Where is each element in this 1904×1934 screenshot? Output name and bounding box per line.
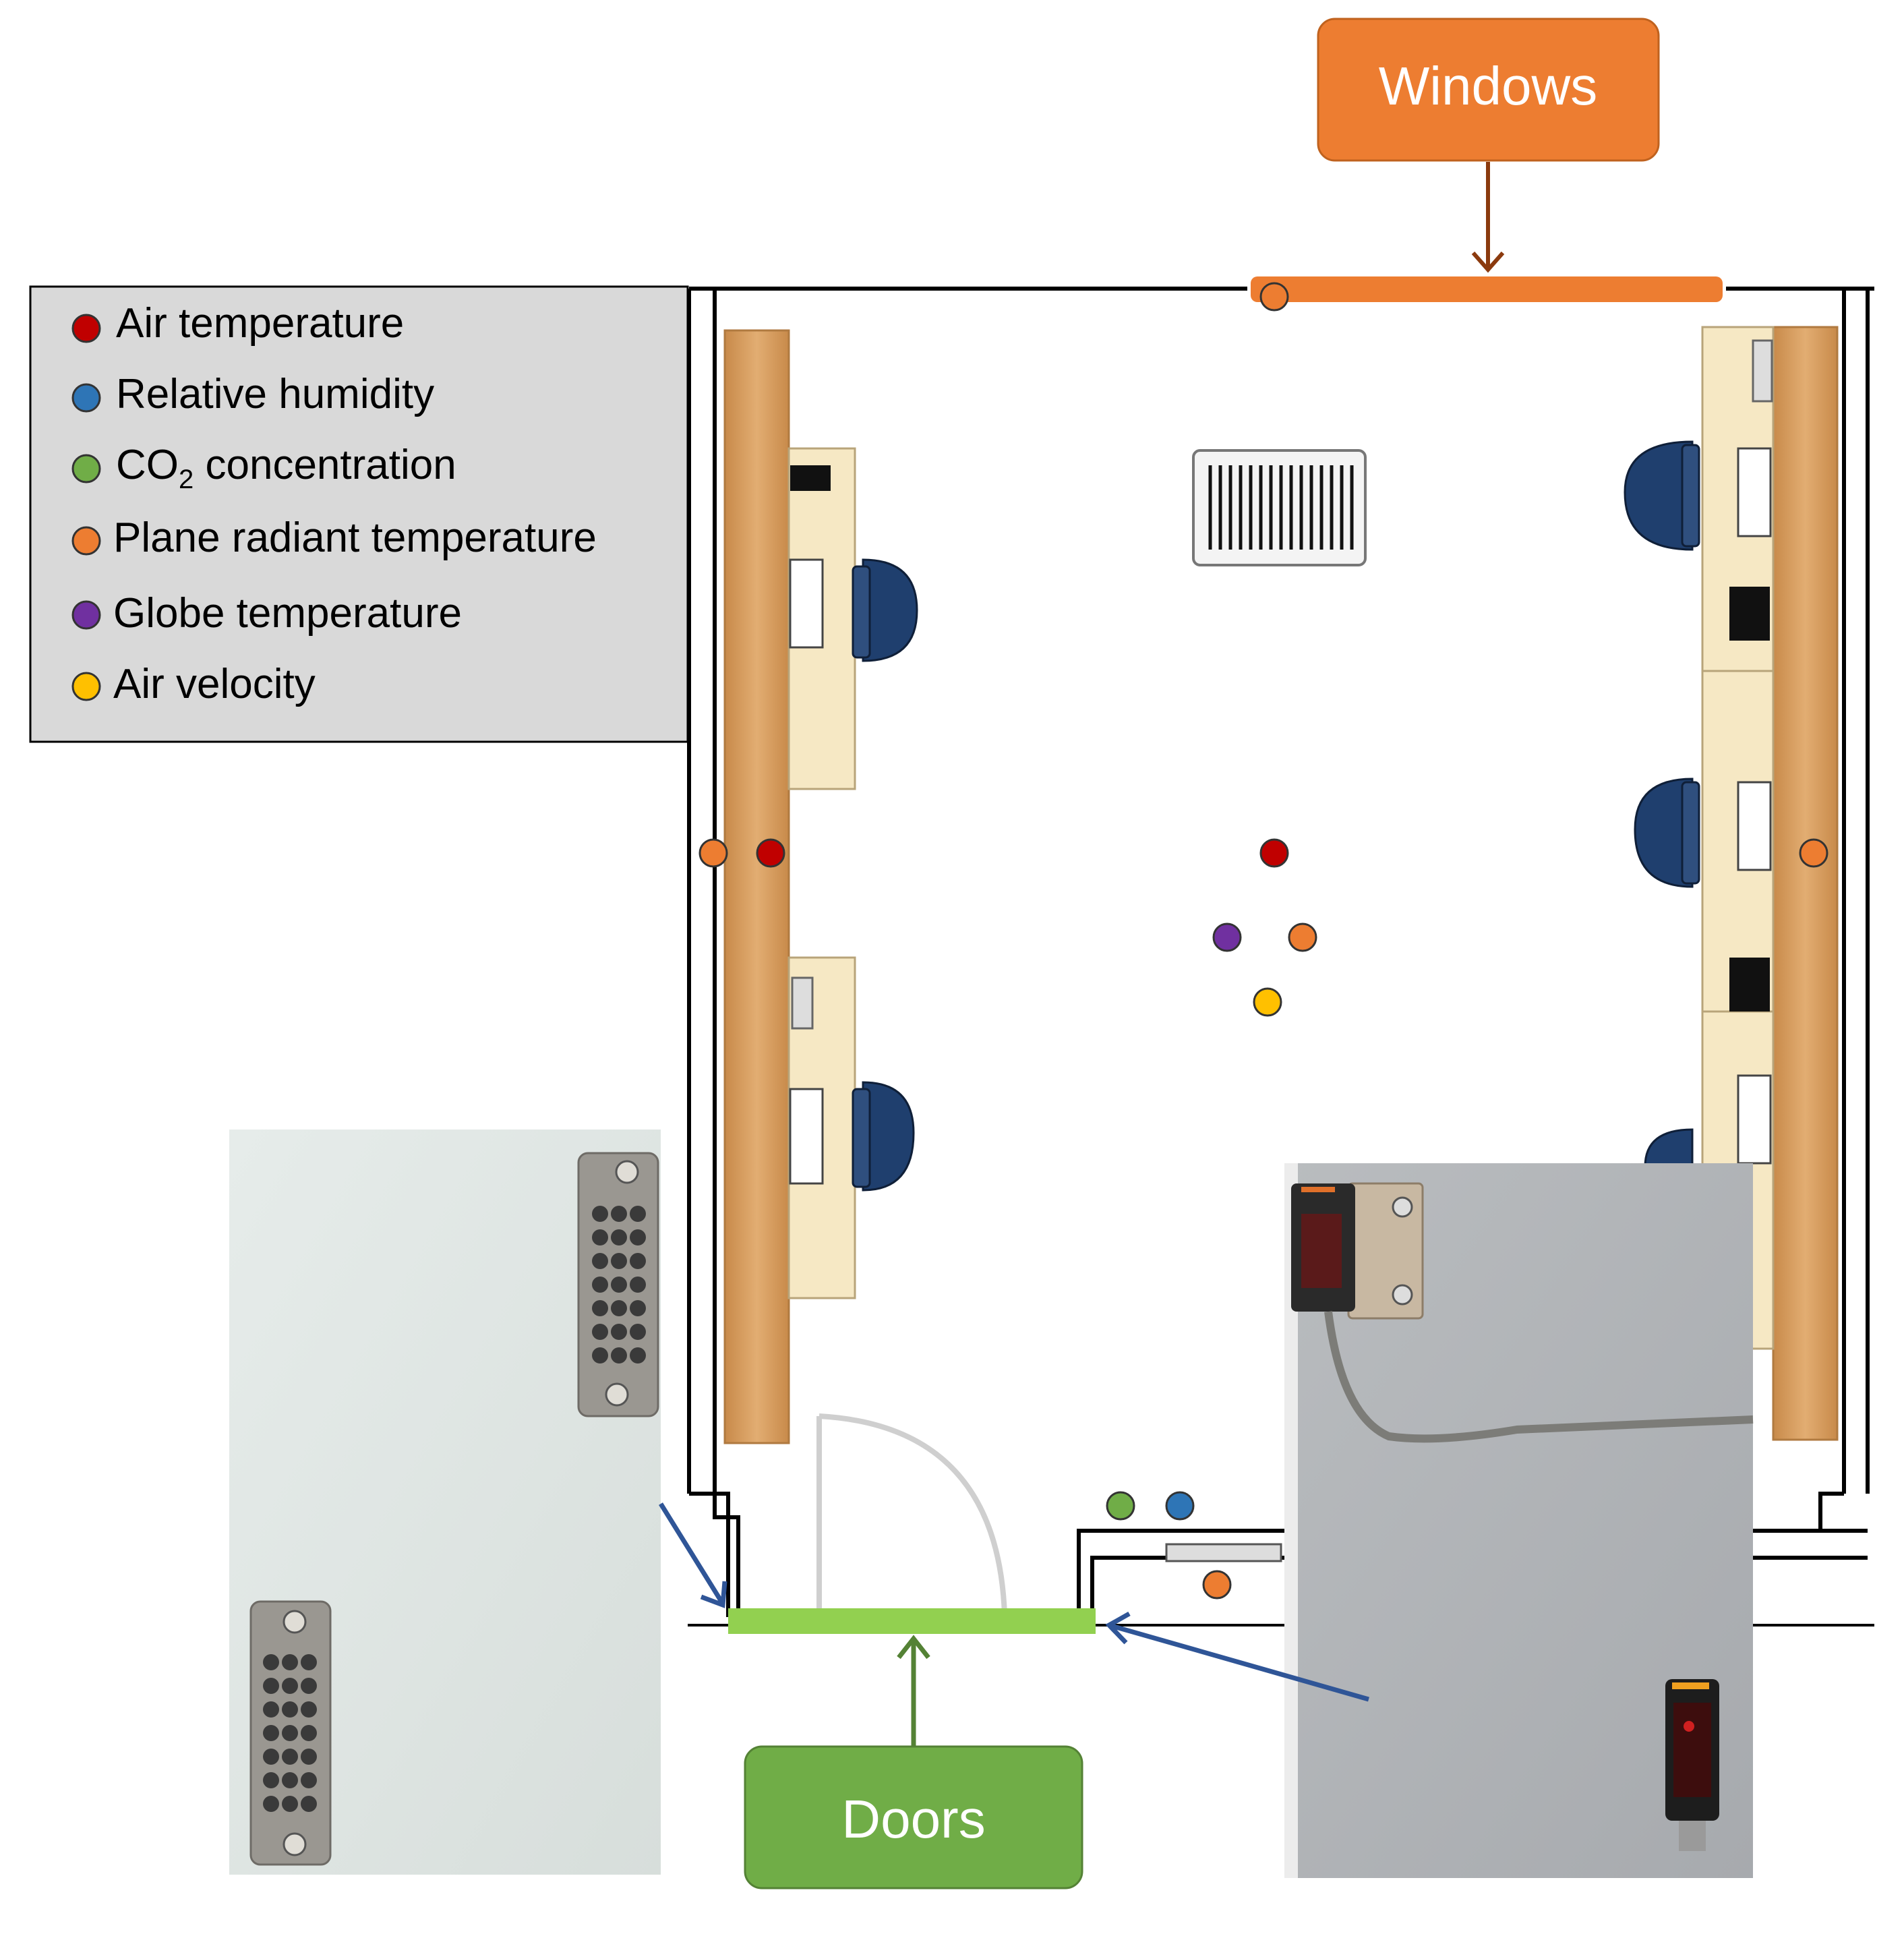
doors-label: Doors bbox=[841, 1789, 985, 1849]
plane-radiant-temperature-marker-icon bbox=[71, 526, 101, 556]
door-contact-photo bbox=[229, 1130, 661, 1875]
pointer-arrows bbox=[659, 1502, 1369, 1702]
air-velocity-marker-icon bbox=[71, 672, 101, 701]
co2-label-base: CO bbox=[116, 442, 179, 488]
relative-humidity-sensor bbox=[1165, 1491, 1195, 1521]
plane-radiant-temperature-sensor bbox=[1202, 1570, 1232, 1600]
magnetic-contact-top-icon bbox=[577, 1152, 659, 1417]
air-velocity-sensor bbox=[1253, 987, 1282, 1017]
windows-bar bbox=[1251, 276, 1723, 302]
chair-icon bbox=[852, 558, 918, 1192]
legend-item: Globe temperature bbox=[71, 590, 462, 637]
windows-callout: Windows bbox=[1317, 18, 1660, 273]
legend-label: CO2 concentration bbox=[116, 442, 456, 494]
globe-temperature-marker-icon bbox=[71, 600, 101, 630]
plane-radiant-temperature-sensor bbox=[1288, 922, 1317, 952]
plane-radiant-temperature-sensor bbox=[698, 838, 728, 868]
door-swing bbox=[816, 1413, 1007, 1616]
co2-concentration-sensor bbox=[1106, 1491, 1135, 1521]
legend-item: Air velocity bbox=[71, 661, 316, 707]
legend-label: Air velocity bbox=[113, 661, 316, 707]
air-temperature-marker-icon bbox=[71, 314, 101, 343]
window-sill bbox=[1165, 1543, 1282, 1562]
legend-label: Plane radiant temperature bbox=[113, 515, 597, 561]
legend-label: Relative humidity bbox=[116, 371, 434, 417]
legend-item: Air temperature bbox=[71, 300, 404, 347]
relative-humidity-marker-icon bbox=[71, 383, 101, 413]
left-workstations bbox=[723, 329, 918, 1444]
legend-item: Plane radiant temperature bbox=[71, 515, 597, 561]
keyboard-icon bbox=[1737, 447, 1772, 1165]
photoelectric-sensor-photo bbox=[1284, 1163, 1754, 1878]
legend-item: CO2 concentration bbox=[71, 442, 456, 494]
plane-radiant-temperature-sensor bbox=[1259, 282, 1289, 312]
air-vent bbox=[1192, 449, 1367, 566]
keyboard-icon bbox=[789, 558, 824, 1185]
chair-icon bbox=[1624, 440, 1700, 1168]
legend-label: Air temperature bbox=[116, 300, 404, 347]
sensor-bracket-icon bbox=[1291, 1182, 1424, 1320]
legend-item: Relative humidity bbox=[71, 371, 434, 417]
air-temperature-sensor bbox=[756, 838, 785, 868]
plane-radiant-temperature-sensor bbox=[1799, 838, 1828, 868]
legend: Air temperature Relative humidity CO2 co… bbox=[29, 285, 689, 743]
sensor-points bbox=[698, 282, 1828, 1600]
air-temperature-sensor bbox=[1259, 838, 1289, 868]
left-pointer-arrow bbox=[659, 1502, 723, 1603]
co2-label-subscript: 2 bbox=[179, 465, 194, 494]
magnetic-contact-bottom-icon bbox=[249, 1600, 332, 1866]
receiver-sensor-icon bbox=[1665, 1679, 1719, 1851]
globe-temperature-sensor bbox=[1212, 922, 1242, 952]
sensor-cable bbox=[1324, 1311, 1754, 1443]
co2-label-suffix: concentration bbox=[194, 442, 456, 488]
legend-label: Globe temperature bbox=[113, 590, 462, 637]
co2-marker-icon bbox=[71, 454, 101, 483]
right-pointer-arrow bbox=[1108, 1622, 1369, 1702]
windows-label: Windows bbox=[1379, 56, 1598, 116]
doors-bar bbox=[728, 1608, 1096, 1634]
doors-callout: Doors bbox=[744, 1635, 1083, 1889]
